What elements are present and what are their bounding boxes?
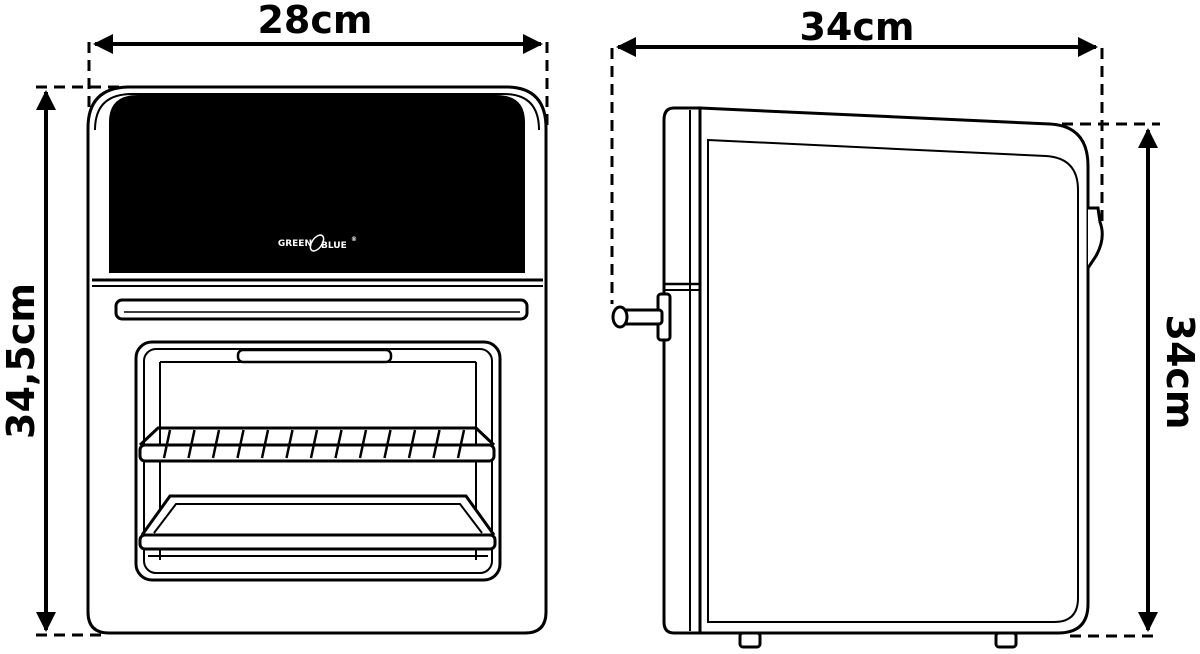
side-depth-label: 34cm <box>799 5 914 49</box>
front-width-label: 28cm <box>257 0 372 42</box>
rack-bar <box>309 429 319 459</box>
brand-right-text: BLUE <box>321 241 347 251</box>
front-body-inner-outline <box>94 93 540 131</box>
rear-foot <box>994 631 1018 649</box>
control-panel <box>109 95 525 273</box>
rack-bar <box>285 429 294 459</box>
rack-bar <box>162 429 172 459</box>
rack-bar <box>407 429 417 459</box>
door-handle <box>114 298 529 321</box>
heating-element <box>236 348 393 364</box>
baking-tray <box>138 494 497 557</box>
front-height-label: 34,5cm <box>0 283 43 439</box>
side-dashed-guides <box>610 48 1160 638</box>
side-height-label: 34cm <box>1158 314 1200 429</box>
brand-registered-mark: ® <box>351 236 357 243</box>
rack-bar <box>383 429 392 459</box>
rack-bar <box>456 429 466 459</box>
front-foot <box>738 631 762 649</box>
brand-left-text: GREEN <box>278 239 312 249</box>
rack-bar <box>358 429 368 459</box>
rack-bar <box>236 429 245 459</box>
rack-bar <box>334 429 343 459</box>
rack-bar <box>432 429 441 459</box>
side-body-outline <box>698 106 1090 635</box>
side-front-panel <box>662 106 702 635</box>
brand-logo: GREEN BLUE ® <box>278 234 357 252</box>
rear-cord-bump <box>1086 206 1104 269</box>
rack-bar <box>211 429 221 459</box>
side-view: 34cm 34cm <box>610 5 1200 649</box>
side-door-handle <box>611 292 672 342</box>
brand-swoosh <box>309 234 325 252</box>
front-view: GREEN BLUE ® 28cm 3 <box>0 0 549 637</box>
side-body-inner-outline <box>707 138 1079 623</box>
rack-bar <box>260 429 270 459</box>
wire-rack <box>138 426 496 463</box>
rack-bar <box>187 429 196 459</box>
